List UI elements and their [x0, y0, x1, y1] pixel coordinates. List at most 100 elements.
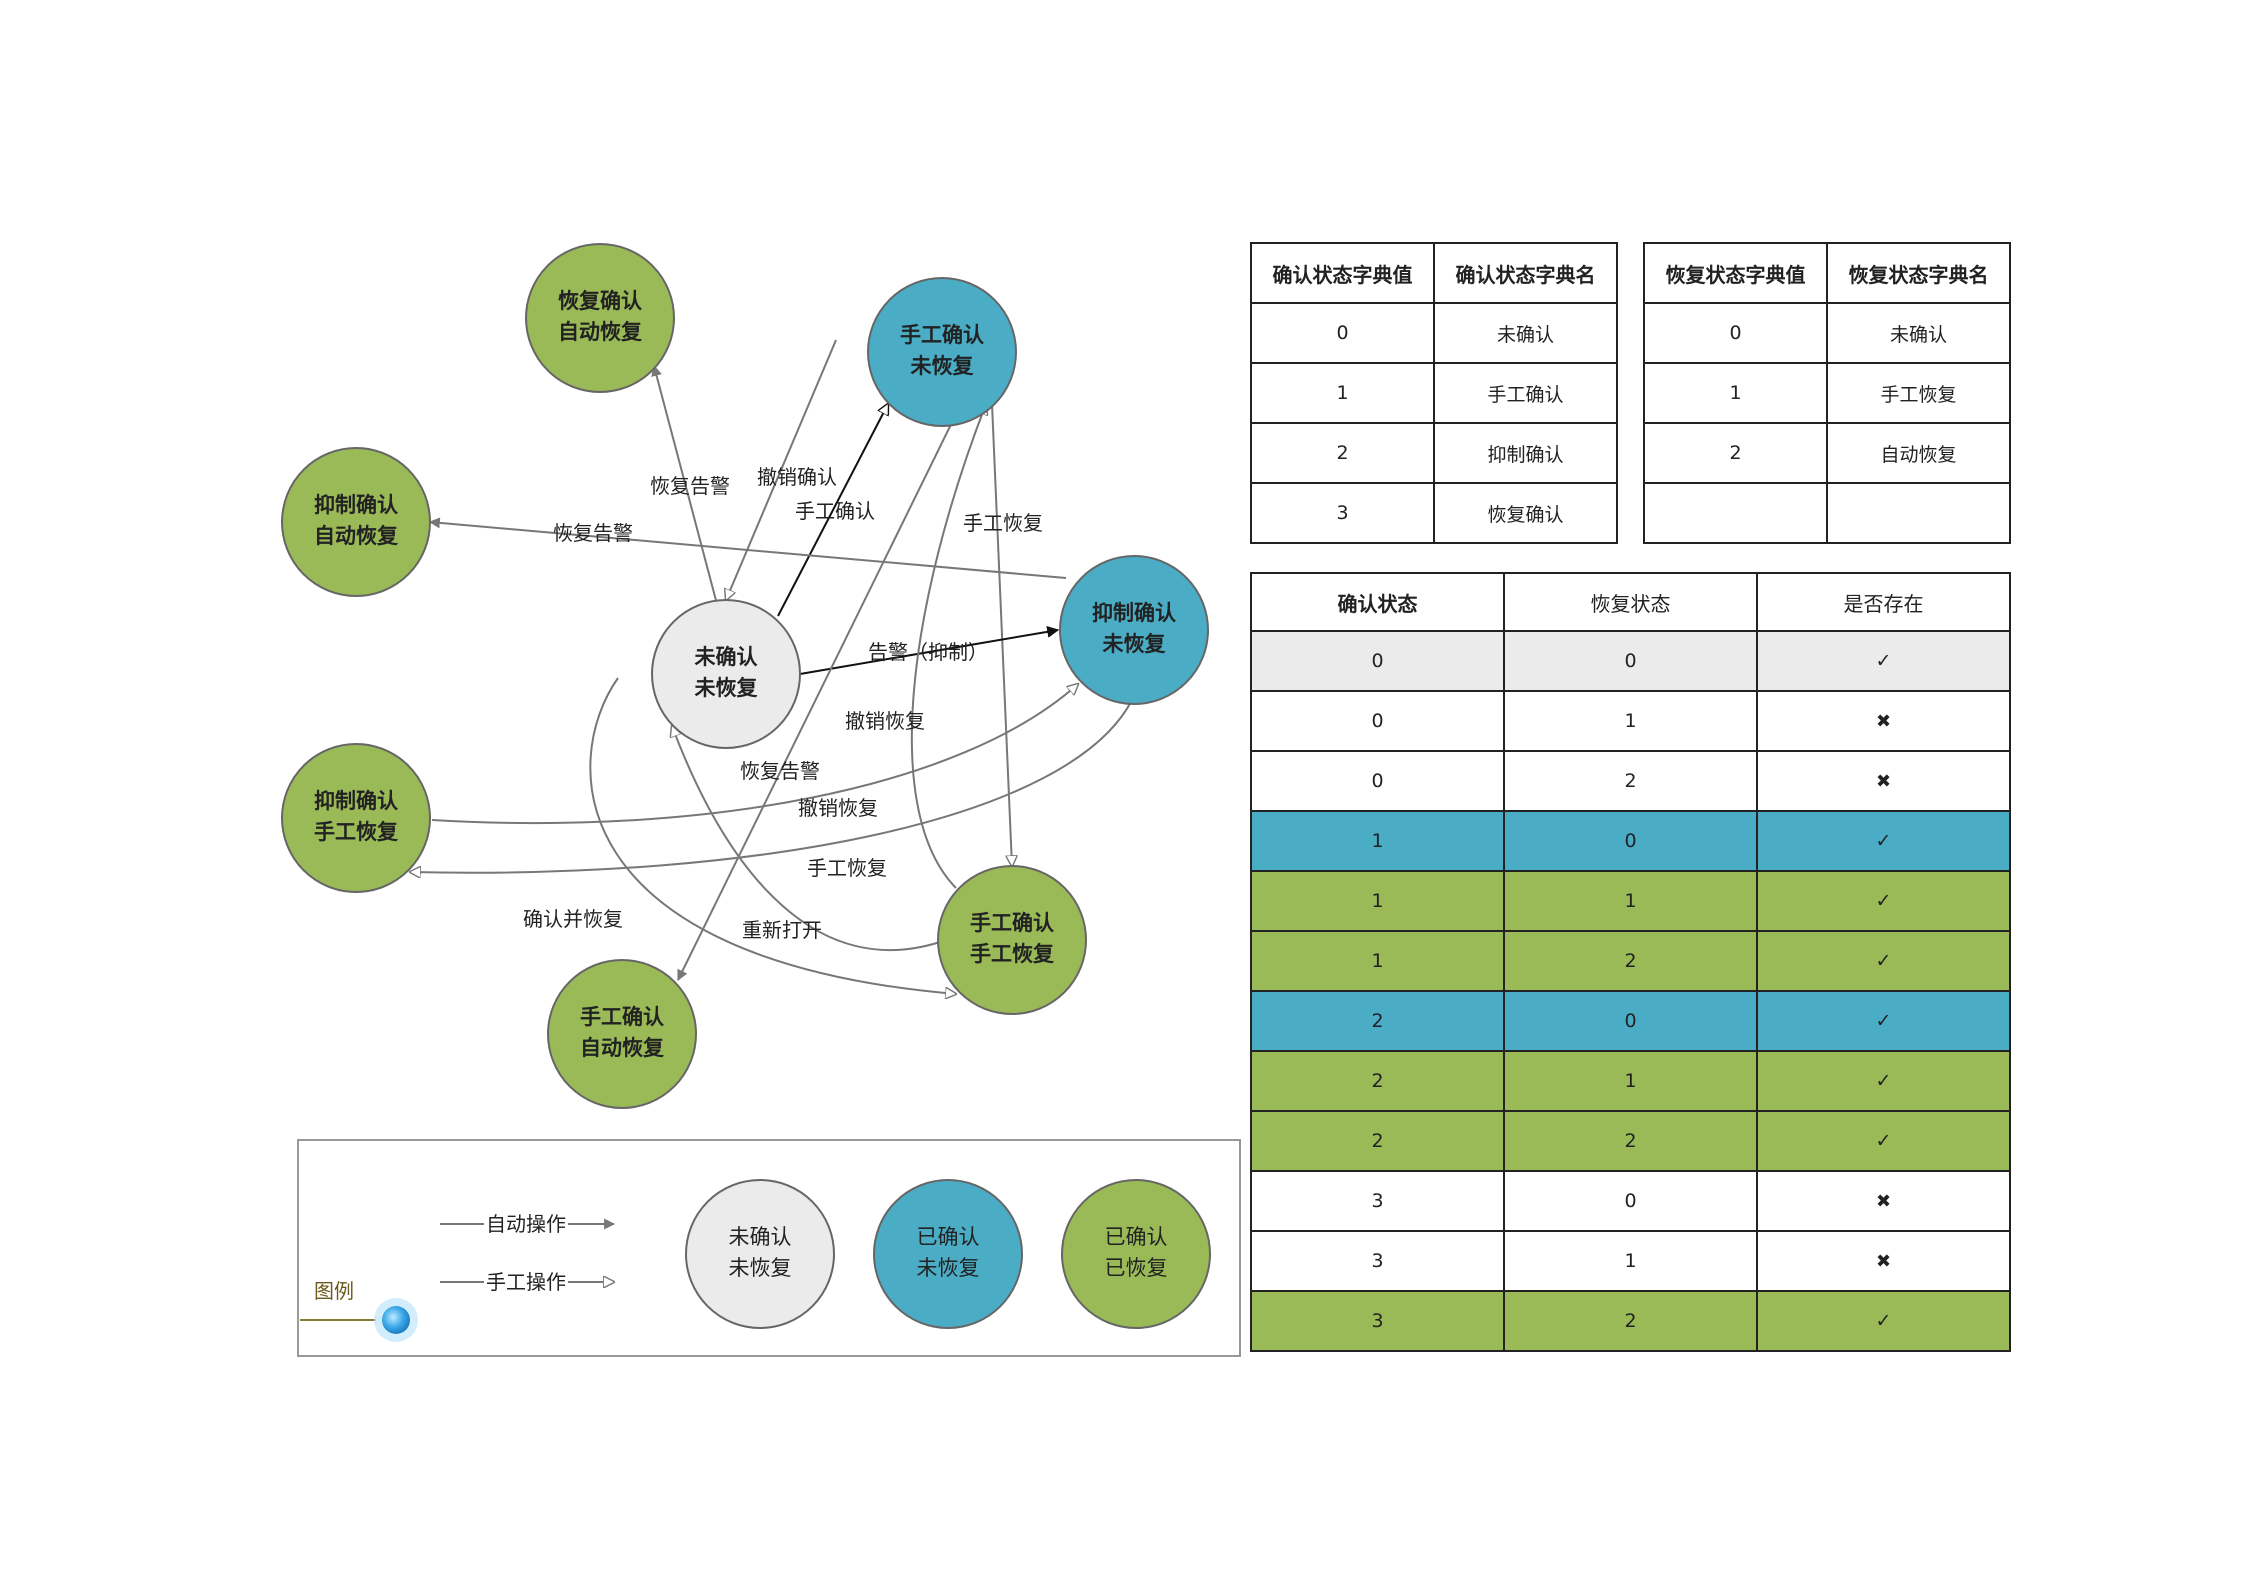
cell-confirm-status: 2: [1250, 1110, 1505, 1172]
edge-undo-recover-2: [431, 684, 1078, 825]
edge-manual-confirm: [777, 404, 888, 617]
svg-text:手工确认: 手工确认: [970, 911, 1054, 935]
legend-auto-label: 自动操作: [486, 1212, 566, 1236]
edges: [410, 339, 1133, 994]
cell-recover-status: 0: [1503, 810, 1758, 872]
legend-circle-blue: 已确认 未恢复: [873, 1179, 1023, 1329]
cell-recover-status: 1: [1503, 690, 1758, 752]
header-recover-value: 恢复状态字典值: [1643, 242, 1828, 304]
cell-confirm-status: 2: [1250, 990, 1505, 1052]
label-manual-confirm: 手工确认: [795, 499, 875, 523]
legend-dot-inner-icon: [382, 1306, 410, 1334]
check-icon: ✓: [1756, 930, 2011, 992]
node-manual-confirm-unrecovered: 手工确认 未恢复: [867, 277, 1017, 427]
cell-recover-status: 1: [1503, 1230, 1758, 1292]
header-recover-status: 恢复状态: [1503, 572, 1758, 632]
edge-recover-alarm-3: [677, 401, 963, 981]
label-confirm-and-recover: 确认并恢复: [523, 907, 623, 931]
svg-text:未确认: 未确认: [729, 1225, 792, 1249]
svg-text:抑制确认: 抑制确认: [314, 789, 398, 813]
edge-reopen: [672, 726, 941, 952]
cell-recover-status: 0: [1503, 630, 1758, 692]
cell-recover-status: 1: [1503, 1050, 1758, 1112]
cell-recover-status: 0: [1503, 1170, 1758, 1232]
table-row: [1643, 482, 2011, 544]
cell-confirm-status: 0: [1250, 690, 1505, 752]
svg-text:抑制确认: 抑制确认: [314, 493, 398, 517]
header-exists: 是否存在: [1756, 572, 2011, 632]
label-undo-recover-2: 撤销恢复: [798, 796, 878, 820]
svg-text:未恢复: 未恢复: [911, 354, 975, 378]
cell-confirm-status: 3: [1250, 1230, 1505, 1292]
label-manual-recover-1: 手工恢复: [963, 511, 1043, 535]
header-recover-name: 恢复状态字典名: [1826, 242, 2011, 304]
legend-title: 图例: [314, 1279, 354, 1303]
svg-text:已恢复: 已恢复: [1105, 1256, 1168, 1280]
edge-confirm-and-recover: [589, 677, 956, 994]
check-icon: ✓: [1756, 1110, 2011, 1172]
check-icon: ✓: [1756, 870, 2011, 932]
cell-confirm-status: 1: [1250, 810, 1505, 872]
svg-text:手工恢复: 手工恢复: [314, 820, 399, 844]
edge-labels: 恢复告警 撤销确认 手工确认 手工恢复 恢复告警 告警（抑制） 撤销恢复 恢复告…: [523, 465, 1043, 942]
label-undo-confirm: 撤销确认: [757, 465, 837, 489]
table-row: 1 手工恢复: [1643, 362, 2011, 424]
edge-undo-recover-1: [910, 404, 986, 889]
table-row: 2 自动恢复: [1643, 422, 2011, 484]
cell-recover-status: 2: [1503, 1290, 1758, 1352]
table-row: 3 恢复确认: [1250, 482, 1618, 544]
svg-text:未恢复: 未恢复: [1103, 632, 1167, 656]
svg-text:手工确认: 手工确认: [900, 323, 984, 347]
check-icon: ✓: [1756, 1290, 2011, 1352]
svg-text:已确认: 已确认: [917, 1225, 980, 1249]
svg-text:手工确认: 手工确认: [580, 1005, 664, 1029]
edge-recover-alarm-2: [428, 517, 1067, 579]
cross-icon: ✖: [1756, 1230, 2011, 1292]
edge-undo-confirm: [726, 339, 837, 600]
cross-icon: ✖: [1756, 690, 2011, 752]
node-unconfirmed-unrecovered: 未确认 未恢复: [651, 599, 801, 749]
label-recover-alarm-1: 恢复告警: [650, 474, 730, 498]
node-manual-confirm-manual: 手工确认 手工恢复: [937, 865, 1087, 1015]
svg-text:已确认: 已确认: [1105, 1225, 1168, 1249]
table-row: 0 未确认: [1643, 302, 2011, 364]
table-row: 0 未确认: [1250, 302, 1618, 364]
check-icon: ✓: [1756, 990, 2011, 1052]
svg-text:恢复确认: 恢复确认: [558, 289, 642, 313]
cell-recover-status: 2: [1503, 930, 1758, 992]
svg-text:自动恢复: 自动恢复: [558, 320, 643, 344]
table-row: 1 手工确认: [1250, 362, 1618, 424]
cell-confirm-status: 0: [1250, 630, 1505, 692]
node-recover-confirm-auto: 恢复确认 自动恢复: [525, 243, 675, 393]
legend-circle-grey: 未确认 未恢复: [685, 1179, 835, 1329]
node-suppress-confirm-unrecovered: 抑制确认 未恢复: [1059, 555, 1209, 705]
svg-text:未恢复: 未恢复: [729, 1256, 792, 1280]
svg-text:抑制确认: 抑制确认: [1092, 601, 1176, 625]
cell-confirm-status: 0: [1250, 750, 1505, 812]
cell-recover-status: 1: [1503, 870, 1758, 932]
svg-text:自动恢复: 自动恢复: [314, 524, 399, 548]
edge-unconfirmed-to-recover-auto: [651, 364, 719, 609]
label-reopen: 重新打开: [742, 918, 822, 942]
legend-manual-label: 手工操作: [486, 1270, 566, 1294]
check-icon: ✓: [1756, 810, 2011, 872]
cell-confirm-status: 3: [1250, 1170, 1505, 1232]
cell-recover-status: 2: [1503, 750, 1758, 812]
header-confirm-value: 确认状态字典值: [1250, 242, 1435, 304]
label-undo-recover-1: 撤销恢复: [845, 709, 925, 733]
check-icon: ✓: [1756, 630, 2011, 692]
svg-text:未确认: 未确认: [695, 645, 758, 669]
cell-confirm-status: 1: [1250, 930, 1505, 992]
table-row: 2 抑制确认: [1250, 422, 1618, 484]
cell-confirm-status: 3: [1250, 1290, 1505, 1352]
